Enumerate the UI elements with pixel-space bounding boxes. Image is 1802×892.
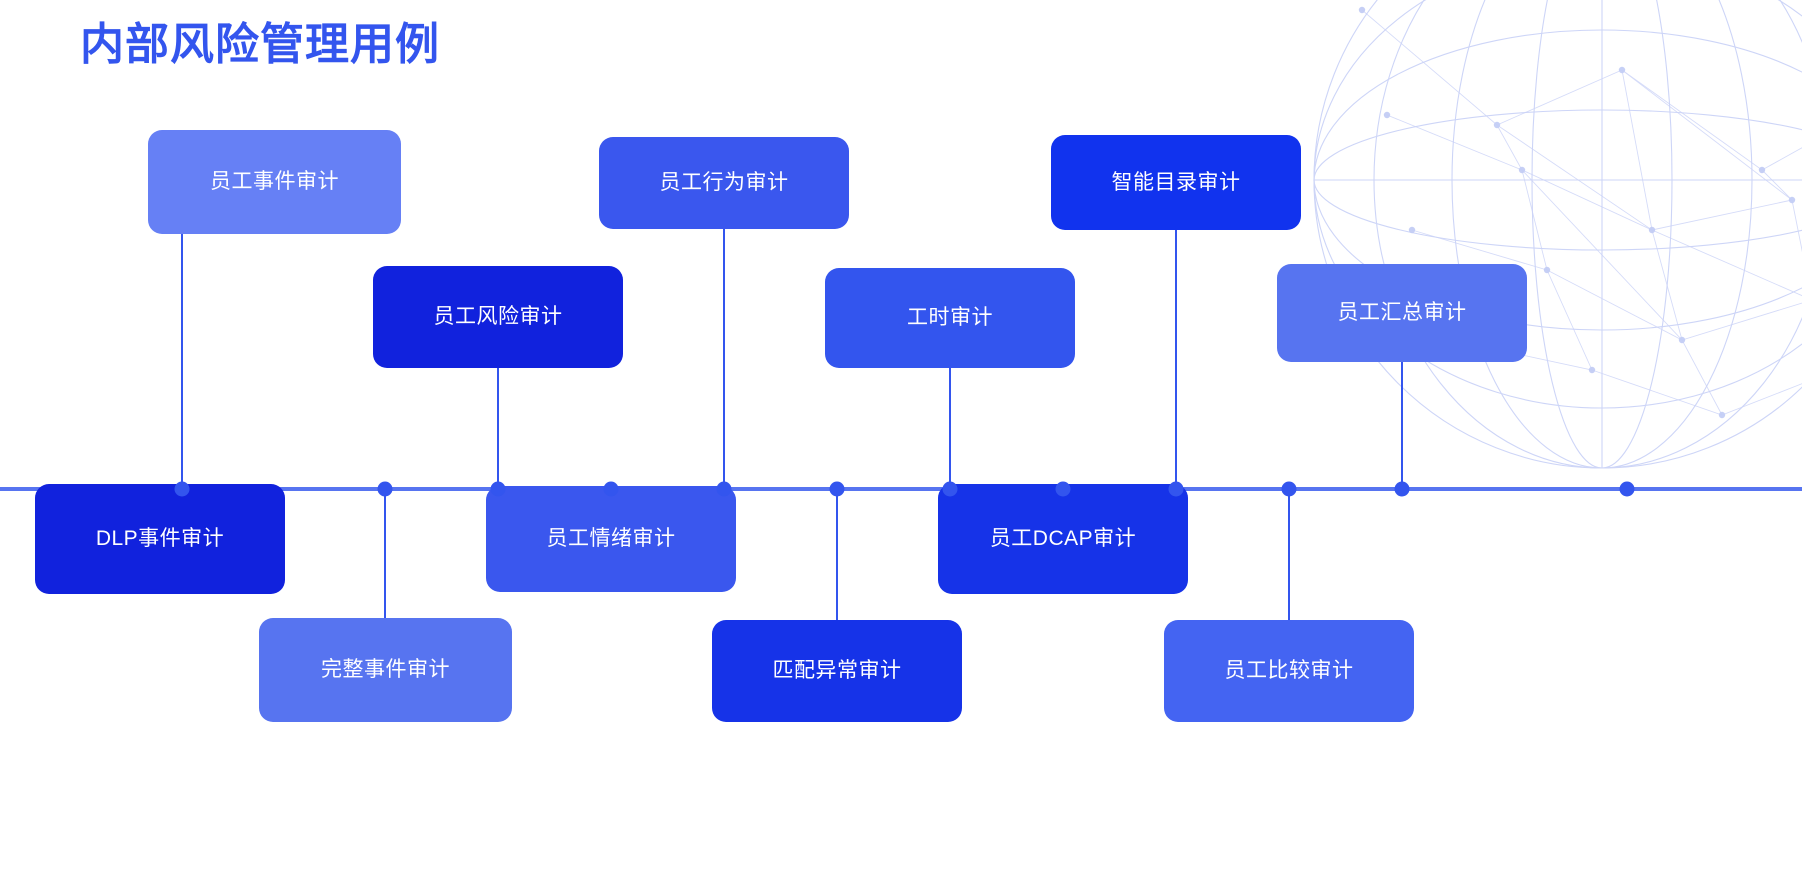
node-connector (1175, 230, 1177, 489)
timeline-dot[interactable] (1281, 481, 1297, 497)
node-box-label: 员工比较审计 (1224, 659, 1354, 683)
node-connector (497, 368, 499, 489)
globe-wireframe-icon (1313, 0, 1802, 469)
timeline-dot[interactable] (1168, 481, 1184, 497)
node-box-label: 智能目录审计 (1111, 170, 1241, 194)
node-connector (723, 229, 725, 489)
timeline-axis (0, 487, 1802, 491)
node-connector (1401, 362, 1403, 489)
node-box-label: 员工情绪审计 (546, 527, 676, 551)
node-connector (949, 368, 951, 489)
node-box[interactable]: DLP事件审计 (35, 484, 285, 594)
node-connector (1288, 489, 1290, 620)
node-box[interactable]: 员工行为审计 (599, 137, 849, 229)
node-box[interactable]: 员工情绪审计 (486, 486, 736, 592)
node-box[interactable]: 员工事件审计 (148, 130, 401, 234)
timeline-dot[interactable] (942, 481, 958, 497)
node-connector (384, 489, 386, 618)
timeline-dot[interactable] (1394, 481, 1410, 497)
node-connector (181, 234, 183, 489)
timeline-dot[interactable] (490, 481, 506, 497)
node-box[interactable]: 员工比较审计 (1164, 620, 1414, 722)
node-box-label: DLP事件审计 (95, 527, 225, 551)
node-box[interactable]: 员工风险审计 (373, 266, 623, 368)
node-box[interactable]: 完整事件审计 (259, 618, 512, 722)
node-box-label: 员工汇总审计 (1337, 301, 1467, 325)
node-connector (836, 489, 838, 620)
timeline-dot[interactable] (1619, 481, 1635, 497)
node-box-label: 员工风险审计 (433, 305, 563, 329)
node-box-label: 匹配异常审计 (772, 659, 902, 683)
node-box[interactable]: 智能目录审计 (1051, 135, 1301, 230)
timeline-dot[interactable] (829, 481, 845, 497)
node-box[interactable]: 匹配异常审计 (712, 620, 962, 722)
timeline-dot[interactable] (377, 481, 393, 497)
node-box-label: 员工行为审计 (659, 171, 789, 195)
timeline-dot[interactable] (174, 481, 190, 497)
page-title: 内部风险管理用例 (80, 20, 440, 69)
node-box-label: 员工事件审计 (210, 170, 339, 194)
node-box-label: 员工DCAP审计 (989, 527, 1137, 551)
timeline-dot[interactable] (1055, 481, 1071, 497)
node-box-label: 工时审计 (907, 306, 993, 330)
node-box[interactable]: 员工汇总审计 (1277, 264, 1527, 362)
node-box-label: 完整事件审计 (321, 658, 450, 682)
node-box[interactable]: 员工DCAP审计 (938, 484, 1188, 594)
timeline-dot[interactable] (603, 481, 619, 497)
node-box[interactable]: 工时审计 (825, 268, 1075, 368)
timeline-dot[interactable] (716, 481, 732, 497)
